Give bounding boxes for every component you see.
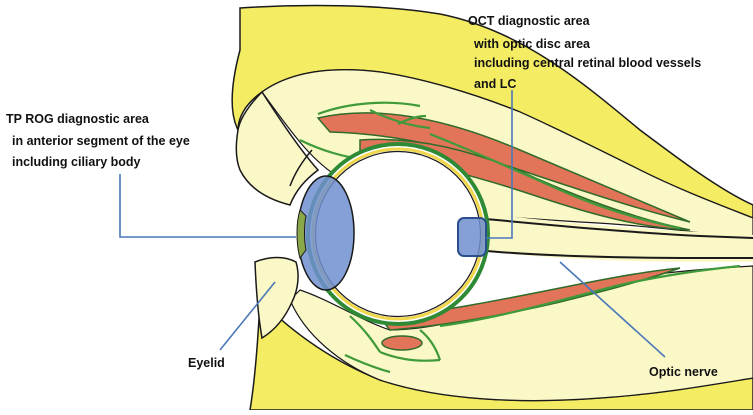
ciliary-body	[297, 210, 306, 258]
anterior-segment-highlight	[298, 176, 354, 290]
optic-disc-highlight	[458, 218, 486, 256]
tprog-label-line-3: including ciliary body	[12, 155, 141, 169]
oct-label-line-2: with optic disc area	[473, 37, 591, 51]
oct-label-line-4: and LC	[474, 77, 516, 91]
eyelid-label: Eyelid	[188, 356, 225, 370]
tprog-label: TP ROG diagnostic area in anterior segme…	[6, 112, 190, 169]
tprog-label-line-2: in anterior segment of the eye	[12, 134, 190, 148]
oct-label-line-1: OCT diagnostic area	[468, 14, 591, 28]
oct-label-line-3: including central retinal blood vessels	[474, 56, 701, 70]
inferior-oblique-muscle	[382, 336, 422, 350]
tprog-label-line-1: TP ROG diagnostic area	[6, 112, 150, 126]
optic-nerve-label: Optic nerve	[649, 365, 718, 379]
